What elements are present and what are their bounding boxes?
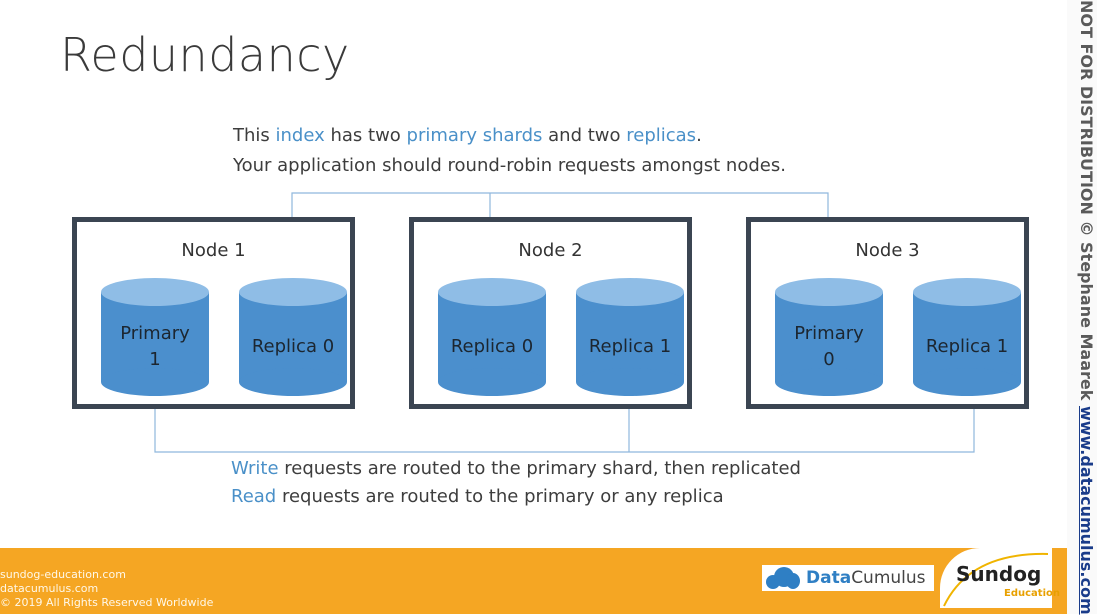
read-note-text: requests are routed to the primary or an… xyxy=(276,486,724,507)
intro-text-part: and two xyxy=(542,125,627,146)
node-3: Node 3 Primary 0 Replica 1 xyxy=(746,217,1029,409)
slide-title: Redundancy xyxy=(60,28,350,82)
sundog-arc-icon xyxy=(943,552,1049,607)
node-1: Node 1 Primary 1 Replica 0 xyxy=(72,217,355,409)
distribution-notice: NOT FOR DISTRIBUTION © Stephane Maarek xyxy=(1077,0,1096,406)
shard-label: Primary xyxy=(794,323,864,344)
shard-replica-0: Replica 0 xyxy=(438,278,546,396)
node-label: Node 3 xyxy=(855,240,920,261)
intro-text: This index has two primary shards and tw… xyxy=(233,121,786,181)
write-term: Write xyxy=(231,458,279,479)
index-term: index xyxy=(275,125,325,146)
primary-shards-term: primary shards xyxy=(406,125,543,146)
shard-replica-1: Replica 1 xyxy=(913,278,1021,396)
side-watermark: NOT FOR DISTRIBUTION © Stephane Maarek w… xyxy=(1067,0,1097,615)
outro-text: Write requests are routed to the primary… xyxy=(231,455,801,511)
intro-line-2: Your application should round-robin requ… xyxy=(233,155,786,176)
intro-line-1: This index has two primary shards and tw… xyxy=(233,121,786,151)
write-note: Write requests are routed to the primary… xyxy=(231,455,801,483)
shard-primary-1: Primary 1 xyxy=(101,278,209,396)
shard-label: Replica 0 xyxy=(251,336,335,357)
shard-primary-0: Primary 0 xyxy=(775,278,883,396)
intro-text-part: . xyxy=(696,125,702,146)
sundog-logo: Sundog Education xyxy=(940,548,1060,608)
node-2: Node 2 Replica 0 Replica 1 xyxy=(409,217,692,409)
shard-number: 1 xyxy=(149,349,161,370)
replicas-term: replicas xyxy=(626,125,697,146)
footer-line-1: sundog-education.com xyxy=(0,568,126,581)
sundog-logo-name: Sundog xyxy=(956,562,1042,586)
write-route-line xyxy=(154,395,982,453)
footer-line-3: © 2019 All Rights Reserved Worldwide xyxy=(0,596,214,609)
footer-line-2: datacumulus.com xyxy=(0,582,99,595)
shard-replica-1: Replica 1 xyxy=(576,278,684,396)
datacumulus-logo-plain: Cumulus xyxy=(851,568,926,588)
sundog-logo-sub: Education xyxy=(1004,588,1060,599)
intro-text-part: has two xyxy=(324,125,407,146)
shard-replica-0: Replica 0 xyxy=(239,278,347,396)
shard-label: Replica 0 xyxy=(450,336,534,357)
read-note: Read requests are routed to the primary … xyxy=(231,483,801,511)
shard-number: 0 xyxy=(823,349,835,370)
shard-label: Primary xyxy=(120,323,190,344)
datacumulus-logo-bold: Data xyxy=(806,568,852,588)
datacumulus-logo: DataCumulus xyxy=(762,565,934,591)
intro-text-part: This xyxy=(233,125,276,146)
write-note-text: requests are routed to the primary shard… xyxy=(278,458,801,479)
node-label: Node 2 xyxy=(518,240,583,261)
shard-label: Replica 1 xyxy=(588,336,672,357)
read-term: Read xyxy=(231,486,277,507)
shard-label: Replica 1 xyxy=(925,336,1009,357)
node-label: Node 1 xyxy=(181,240,246,261)
footer-text: sundog-education.com datacumulus.com © 2… xyxy=(0,568,213,610)
cloud-icon xyxy=(766,567,800,589)
watermark-url: www.datacumulus.com xyxy=(1077,405,1096,615)
